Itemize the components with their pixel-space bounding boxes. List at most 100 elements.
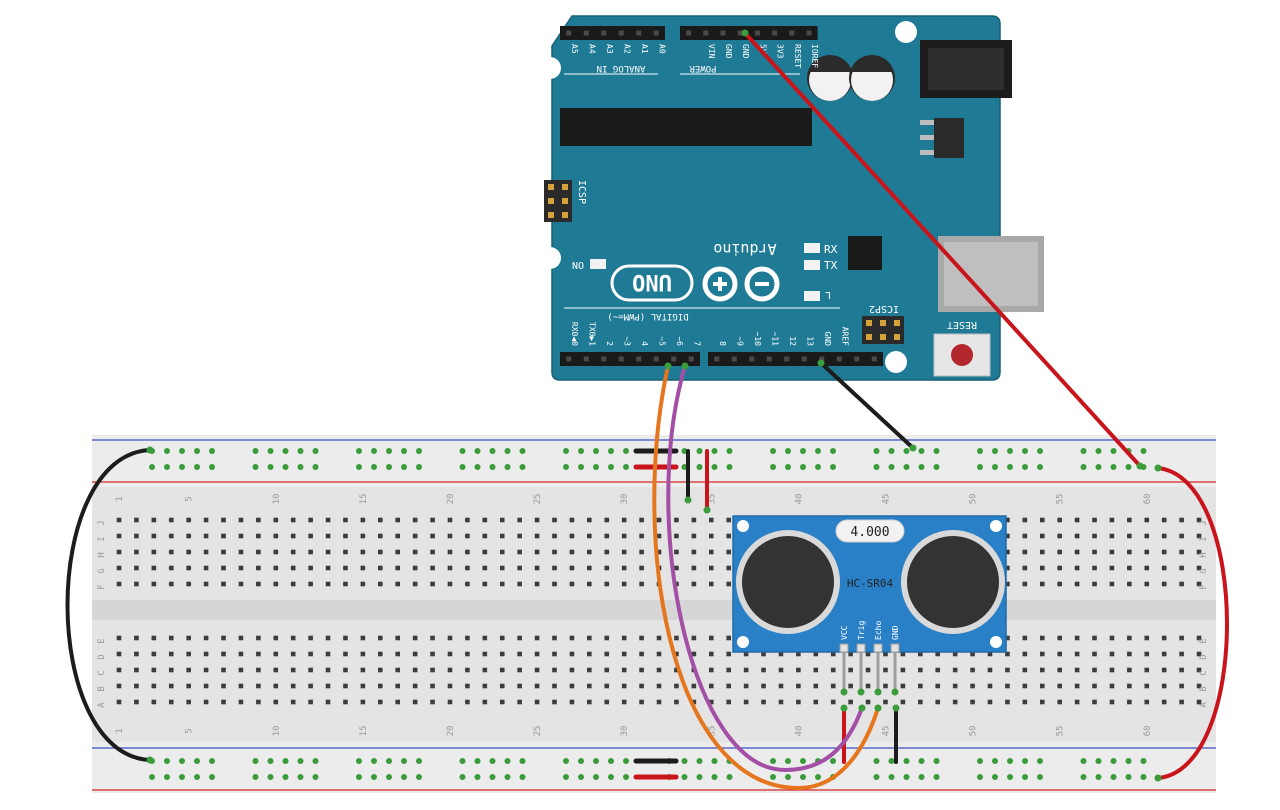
breadboard-hole (430, 651, 435, 657)
breadboard-hole (168, 635, 174, 641)
breadboard-hole (534, 581, 540, 587)
rail-hole (681, 758, 688, 764)
breadboard-hole (186, 565, 191, 571)
rail-hole (785, 758, 791, 764)
breadboard-hole (360, 517, 366, 523)
row-letter-label: I (97, 536, 107, 541)
crystal-label: 4.000 (850, 525, 889, 540)
breadboard-hole (1074, 635, 1080, 641)
reset-button-cap[interactable] (951, 344, 973, 366)
breadboard-hole (134, 651, 139, 657)
rail-hole (830, 464, 836, 470)
breadboard-hole (482, 699, 488, 705)
pin-label: ~5 (657, 336, 666, 346)
breadboard-hole (186, 533, 191, 539)
breadboard-hole (604, 549, 610, 555)
rail-hole (1080, 758, 1087, 764)
breadboard-hole (499, 533, 505, 539)
header-housing (680, 26, 818, 40)
rail-hole (726, 464, 733, 470)
breadboard-hole (290, 549, 296, 555)
rail-hole (1095, 448, 1102, 454)
pin-label: ~9 (735, 336, 744, 346)
breadboard-hole (378, 683, 383, 689)
breadboard-hole (116, 517, 122, 523)
brand-label: Arduino (713, 240, 776, 258)
rail-hole (179, 448, 185, 454)
breadboard-hole (325, 667, 331, 673)
breadboard-hole (360, 581, 366, 587)
breadboard-hole (1127, 517, 1132, 523)
breadboard-hole (621, 517, 627, 523)
column-number-label: 45 (881, 494, 891, 505)
rail-hole (815, 464, 821, 470)
rail-hole (578, 448, 584, 454)
breadboard-hole (639, 533, 644, 539)
sensor-pin-header (856, 643, 866, 653)
rail-hole (623, 464, 629, 470)
row-letter-label: J (1199, 520, 1209, 525)
regulator-pin (920, 120, 934, 125)
breadboard-hole (935, 683, 941, 689)
rail-hole (1140, 774, 1147, 780)
icsp-pin (548, 212, 554, 218)
crystal-oscillator (835, 519, 905, 543)
breadboard-hole (726, 549, 731, 555)
rail-hole (356, 448, 362, 454)
breadboard-hole (116, 635, 122, 641)
breadboard-hole (761, 683, 766, 689)
pin-label: IOREF (810, 44, 819, 68)
breadboard-hole (447, 667, 453, 673)
breadboard-hole (865, 699, 871, 705)
breadboard-hole (1127, 533, 1132, 539)
icsp-header (544, 180, 572, 222)
breadboard-hole (430, 683, 435, 689)
breadboard-hole (656, 683, 662, 689)
breadboard-hole (308, 565, 313, 571)
breadboard-hole (203, 699, 209, 705)
rail-hole (933, 774, 940, 780)
breadboard-hole (569, 683, 575, 689)
header-pin (766, 356, 772, 362)
breadboard-hole (1127, 667, 1132, 673)
breadboard-hole (1179, 581, 1184, 587)
breadboard-hole (900, 683, 906, 689)
row-letter-label: C (97, 670, 107, 675)
wire-endpoint (840, 704, 848, 712)
breadboard-hole (482, 517, 488, 523)
tx-label: TX (824, 259, 838, 272)
rail-hole (459, 448, 466, 454)
wires (65, 29, 1229, 791)
breadboard-hole (1074, 699, 1080, 705)
rail-hole (681, 774, 688, 780)
receiver-transducer (901, 530, 1005, 634)
rail-hole (149, 774, 155, 780)
column-number-label: 25 (533, 494, 543, 505)
infinity-logo-icon (702, 266, 780, 302)
rail-hole (593, 758, 599, 764)
breadboard-hole (430, 699, 435, 705)
capacitor (849, 55, 895, 101)
breadboard-hole (813, 667, 819, 673)
breadboard-hole (221, 651, 226, 657)
column-number-label: 15 (359, 726, 369, 737)
breadboard-hole (116, 565, 122, 571)
breadboard-hole (221, 517, 226, 523)
reset-label: RESET (947, 319, 977, 330)
breadboard-hole (256, 667, 261, 673)
breadboard-hole (168, 565, 174, 571)
rail-hole (179, 464, 185, 470)
sensor-pin-header (890, 643, 900, 653)
breadboard-hole (116, 683, 122, 689)
breadboard-hole (325, 533, 331, 539)
breadboard-hole (378, 549, 383, 555)
rail-hole (977, 464, 983, 470)
rail-hole (918, 448, 925, 454)
rail-hole (1037, 774, 1043, 780)
breadboard-hole (639, 699, 644, 705)
breadboard-hole (621, 581, 627, 587)
breadboard-hole (151, 517, 157, 523)
sensor-pin-header (873, 643, 883, 653)
breadboard-hole (587, 517, 592, 523)
row-letter-label: F (1199, 584, 1209, 589)
